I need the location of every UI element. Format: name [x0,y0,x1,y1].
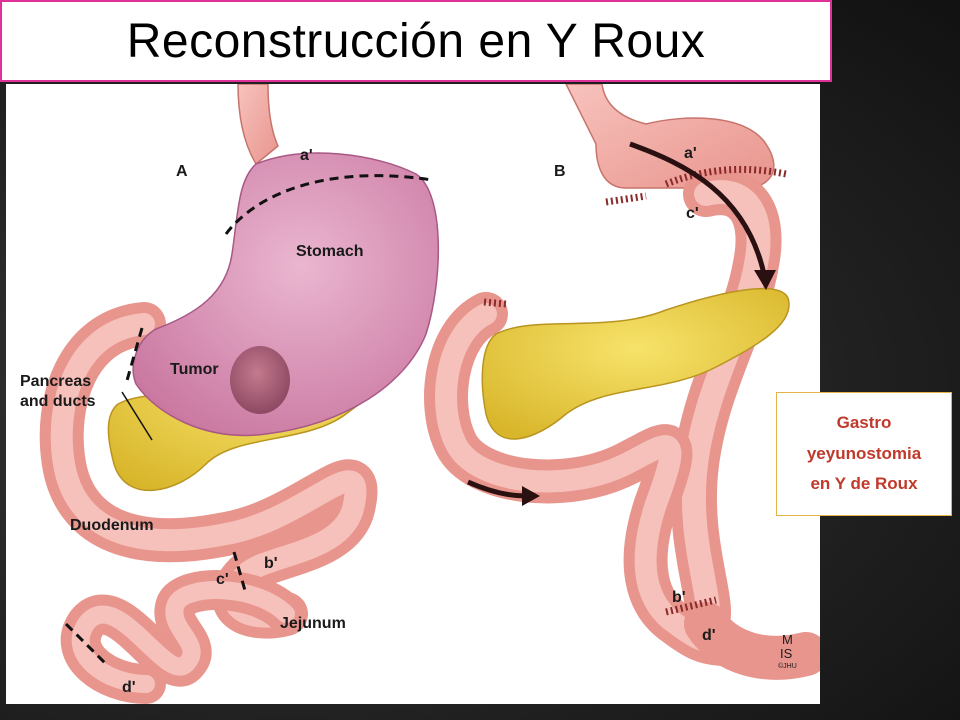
label-duodenum: Duodenum [70,517,154,534]
label-c-prime-a: c' [216,571,229,588]
label-stomach: Stomach [296,243,364,260]
stitch-a-prime-b [664,165,787,188]
cut-line-d-prime [64,622,108,666]
flow-arrow-right-b [466,479,527,499]
slide-title: Reconstrucción en Y Roux [126,14,706,68]
jejunum-a-highlight [71,581,295,693]
side-note-line1: Gastro [836,412,892,432]
stitch-duodenal-stump-b [483,298,507,308]
stomach-a [132,152,439,437]
roux-limb-b-highlight [681,180,771,636]
label-b-prime-a: b' [264,555,278,572]
label-a-prime-b: a' [684,145,697,162]
stitch-c-prime-b [605,192,647,206]
tumor-a [230,346,290,414]
cut-line-duodenum [124,327,144,385]
logo-line1: M [782,632,793,647]
panel-a-label: A [176,163,188,180]
duodenal-limb-b-highlight [435,303,737,655]
flow-arrow-down-b [629,141,767,275]
label-d-prime-a: d' [122,679,136,696]
label-c-prime-b: c' [686,205,699,222]
esophagus-a [237,84,279,166]
label-pancreas-line2: and ducts [20,393,96,410]
logo-line3: ©JHU [778,662,797,670]
cut-line-jejunum [232,551,248,595]
pancreas-b [481,287,790,440]
side-note-line2: yeyunostomia [806,443,922,463]
panel-b-label: B [554,163,566,180]
label-pancreas-line1: Pancreas [20,373,91,390]
label-b-prime-b: b' [672,589,686,606]
side-note-box: Gastro yeyunostomia en Y de Roux [776,392,952,516]
title-box: Reconstrucción en Y Roux [0,0,832,82]
logo-line2: IS [780,646,793,661]
pancreas-pointer [121,391,153,441]
label-a-prime-a: a' [300,147,313,164]
anatomy-illustration: A a' Stomach Tumor Pancreas and ducts Du… [6,84,820,704]
flow-arrowhead-right-b [522,486,540,506]
stitch-b-prime-b [665,596,717,616]
label-tumor: Tumor [170,361,219,378]
side-note-line3: en Y de Roux [810,474,918,494]
label-jejunum: Jejunum [280,615,346,632]
label-d-prime-b: d' [702,627,716,644]
illustration-svg: A a' Stomach Tumor Pancreas and ducts Du… [20,84,820,704]
gastric-pouch-b [565,84,775,190]
distal-jejunum-b [684,602,820,680]
flow-arrowhead-down-b [754,270,776,290]
cut-line-a-prime [224,174,433,235]
